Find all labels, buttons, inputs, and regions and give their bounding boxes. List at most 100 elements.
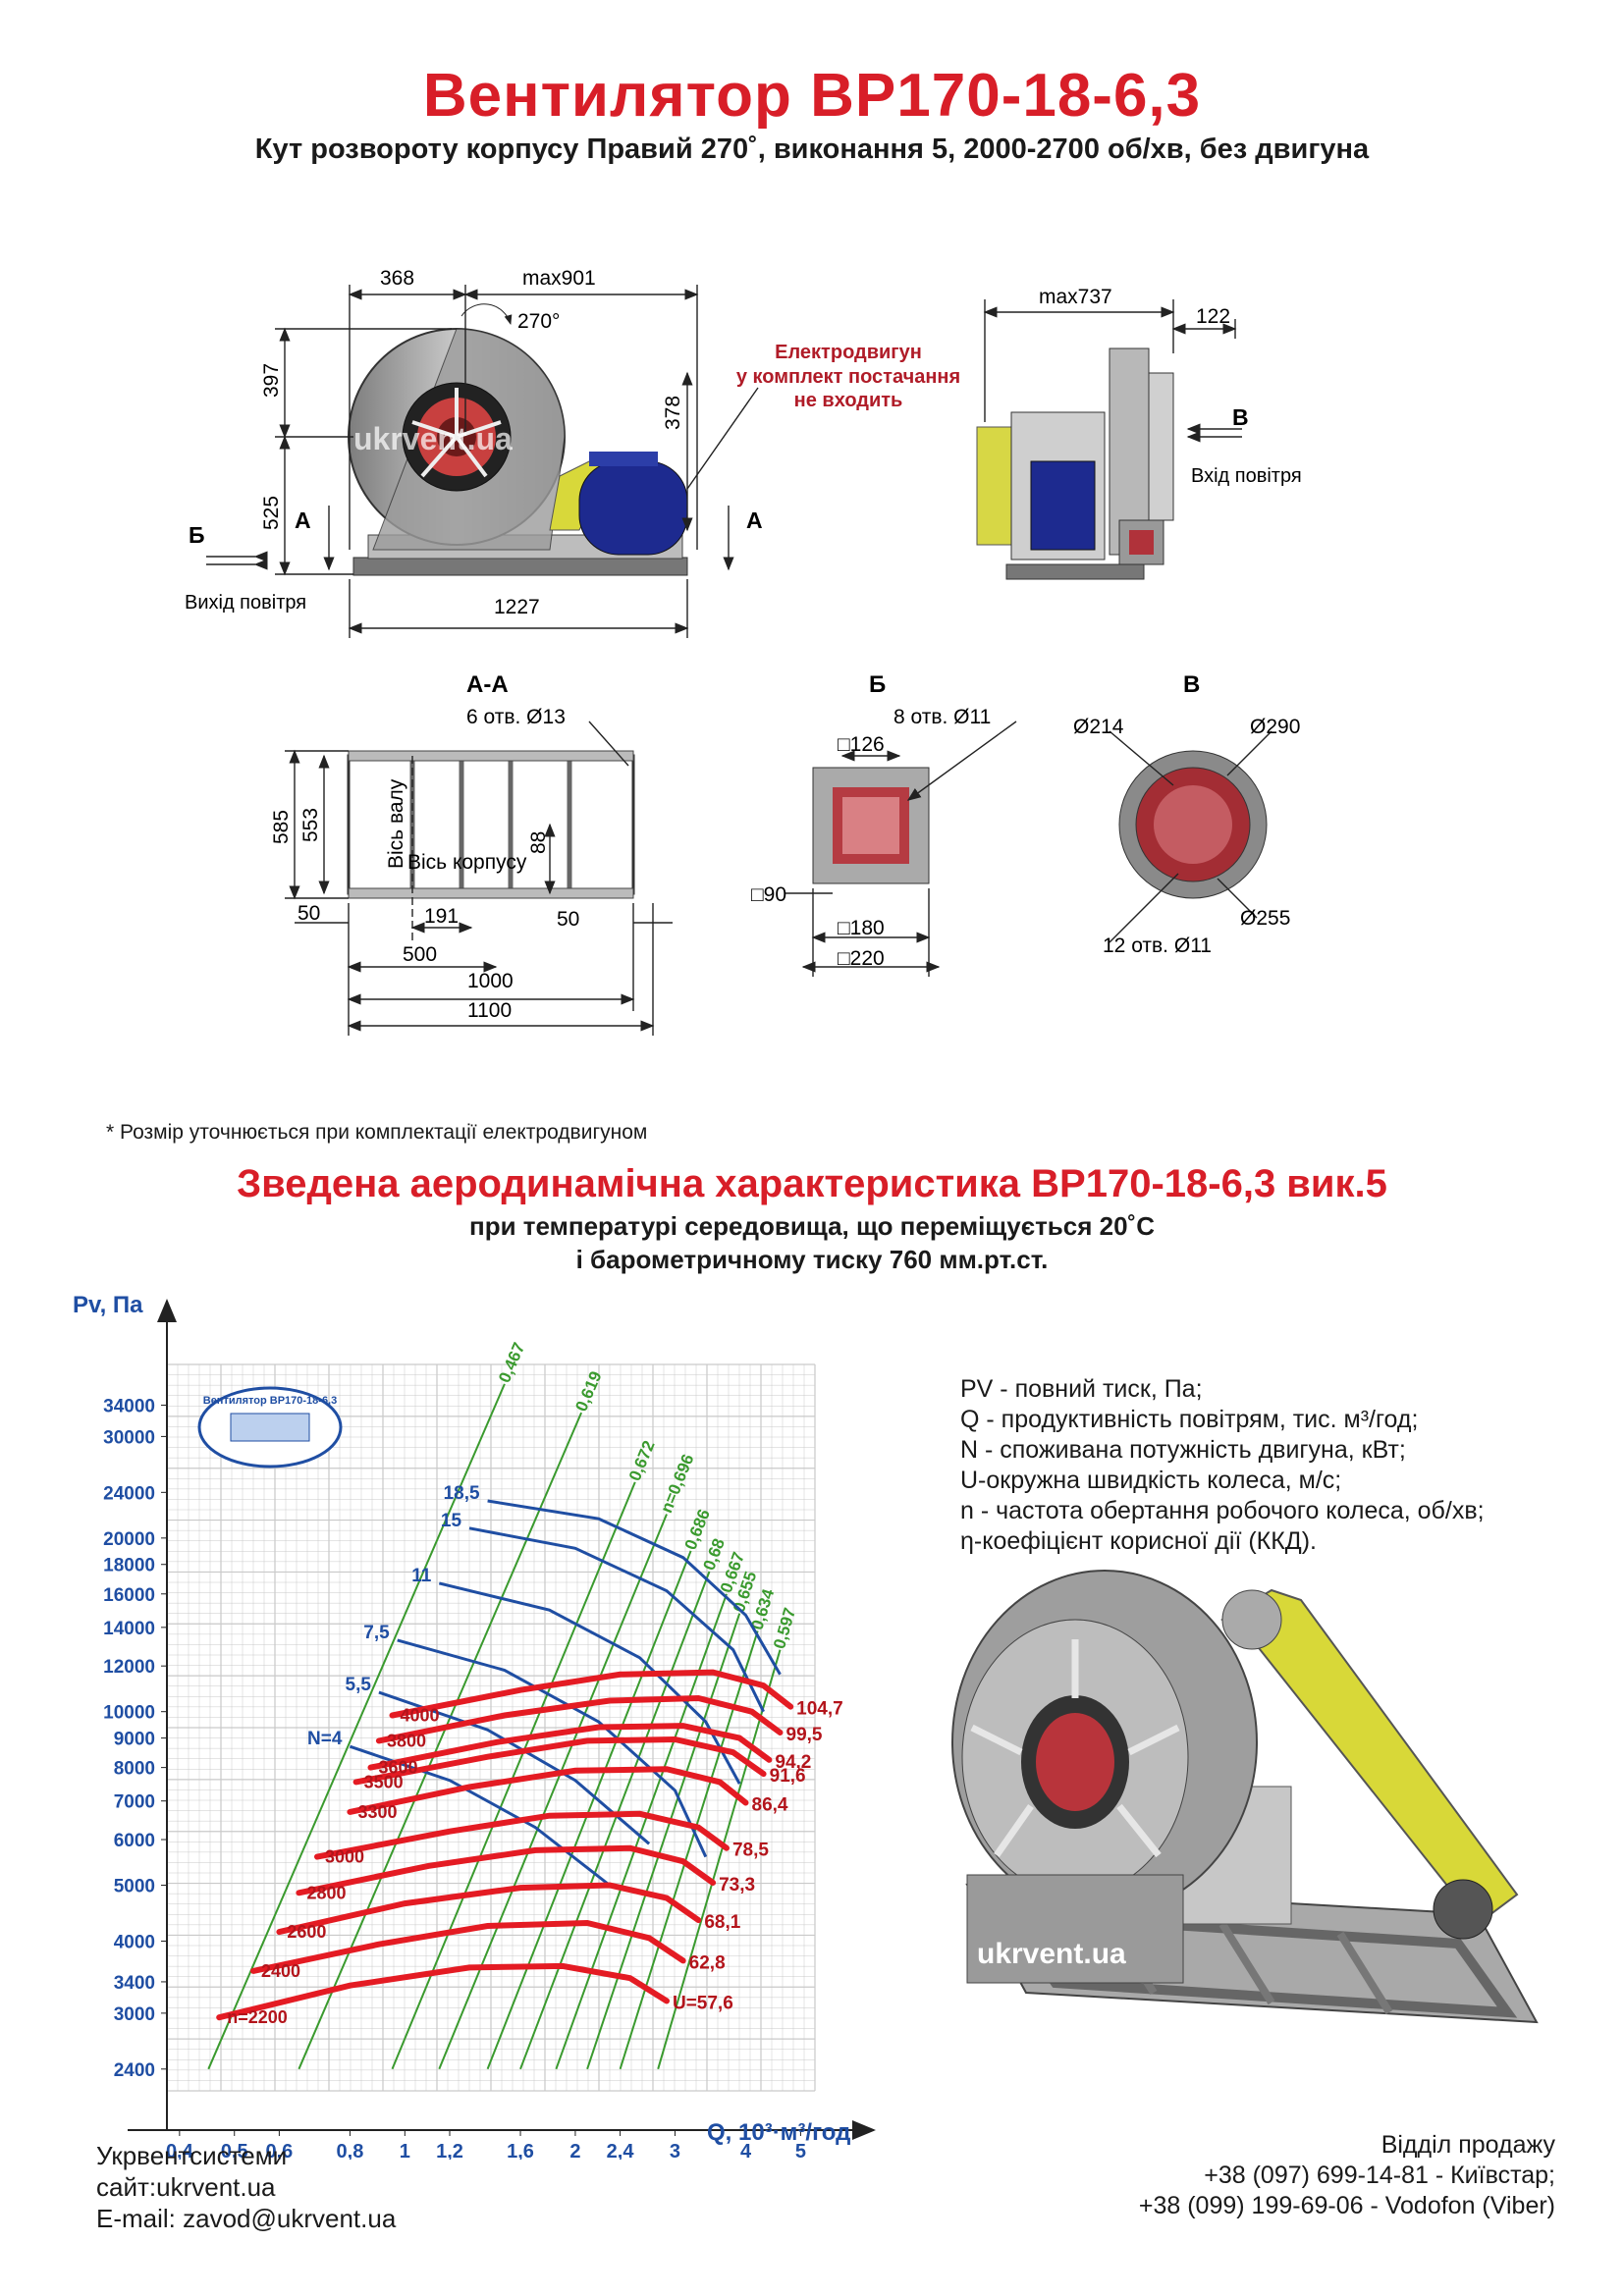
velocity-label: 68,1 xyxy=(704,1912,740,1933)
motor-icon xyxy=(578,460,688,556)
company-name: Укрвентсистеми xyxy=(96,2141,288,2170)
x-tick-label: 0,5 xyxy=(221,2141,248,2160)
efficiency-line xyxy=(619,1630,759,2070)
y-tick-label: 4000 xyxy=(114,1932,155,1952)
fan-3d-icon: ukrvent.ua xyxy=(951,1570,1539,2024)
dim-max737: max737 xyxy=(1039,286,1112,308)
dim-50a: 50 xyxy=(298,902,320,925)
label-a-right: А xyxy=(746,507,763,533)
velocity-label: U=57,6 xyxy=(673,1993,733,2013)
y-tick-label: 10000 xyxy=(103,1703,155,1724)
speed-label: 2800 xyxy=(306,1883,346,1902)
motor-note: Електродвигун у комплект постачання не в… xyxy=(736,342,960,411)
y-axis-label: Pv, Па xyxy=(73,1292,143,1318)
svg-text:не входить: не входить xyxy=(794,390,903,411)
aerodynamic-chart: 0,4670,6190,672n=0,6960,6860,680,6670,65… xyxy=(73,1292,876,2160)
power-label: 15 xyxy=(441,1511,462,1531)
inlet-label: Вхід повітря xyxy=(1191,465,1302,487)
dim-90: □90 xyxy=(751,883,786,906)
efficiency-label: 0,619 xyxy=(571,1368,605,1415)
dim-255: Ø255 xyxy=(1240,907,1290,930)
speed-label: 4000 xyxy=(400,1706,439,1726)
x-tick-label: 1,2 xyxy=(436,2141,463,2160)
footnote: * Розмір уточнюється при комплектації ел… xyxy=(106,1121,648,1144)
label-a-left: А xyxy=(295,507,311,533)
section-subtitle-2: і барометричному тиску 760 мм.рт.ст. xyxy=(575,1245,1049,1274)
dim-1227: 1227 xyxy=(494,596,540,618)
velocity-label: 86,4 xyxy=(752,1795,788,1816)
speed-curve xyxy=(276,1882,702,1936)
dim-50b: 50 xyxy=(557,908,579,931)
chart-axes: 2400300034004000500060007000800090001000… xyxy=(103,1299,876,2160)
view-v-title: В xyxy=(1183,671,1200,698)
legend-item: U-окружна швидкість колеса, м/с; xyxy=(960,1467,1342,1494)
company-site-link[interactable]: сайт:ukrvent.ua xyxy=(96,2172,276,2202)
stamp-logo: Вентилятор ВР170-18-6,3 xyxy=(197,1386,343,1468)
speed-label: 3300 xyxy=(357,1802,397,1822)
velocity-label: 91,6 xyxy=(770,1766,806,1787)
sales-heading: Відділ продажу xyxy=(1380,2131,1555,2159)
speed-label: 3600 xyxy=(378,1758,417,1778)
dim-368: 368 xyxy=(380,267,414,290)
dim-585: 585 xyxy=(270,810,293,844)
efficiency-label: 0,672 xyxy=(625,1438,659,1484)
technical-drawings: 368 max901 270° 397 525 378 1227 Б А А В… xyxy=(185,267,1302,1036)
efficiency-line xyxy=(519,1571,711,2070)
efficiency-line xyxy=(207,1383,506,2070)
company-email-link[interactable]: E-mail: zavod@ukrvent.ua xyxy=(96,2204,397,2233)
x-tick-label: 4 xyxy=(740,2141,752,2160)
x-tick-label: 1 xyxy=(400,2141,410,2160)
x-tick-label: 2 xyxy=(569,2141,580,2160)
velocity-label: 78,5 xyxy=(732,1841,769,1861)
power-label: 5,5 xyxy=(346,1675,372,1695)
legend-item: η-коефіцієнт корисної дії (ККД). xyxy=(960,1527,1317,1555)
dim-270: 270° xyxy=(517,310,560,333)
section-title: Зведена аеродинамічна характеристика ВР1… xyxy=(237,1162,1387,1205)
legend-item: PV - повний тиск, Па; xyxy=(960,1375,1203,1403)
y-tick-label: 12000 xyxy=(103,1657,155,1678)
dim-220: □220 xyxy=(838,947,885,970)
y-tick-label: 30000 xyxy=(103,1427,155,1448)
sales-phone-1[interactable]: +38 (097) 699-14-81 - Київстар; xyxy=(1204,2162,1555,2189)
dim-max901: max901 xyxy=(522,267,596,290)
power-label: 11 xyxy=(411,1566,432,1586)
view-v-holes: 12 отв. Ø11 xyxy=(1103,934,1212,957)
view-b: Б 8 отв. Ø11 □126 □90 □180 □220 xyxy=(751,671,1017,977)
velocity-label: 94,2 xyxy=(775,1752,811,1773)
dim-214: Ø214 xyxy=(1073,716,1124,738)
power-label: N=4 xyxy=(307,1729,343,1749)
y-tick-label: 7000 xyxy=(114,1792,155,1813)
legend-item: N - споживана потужність двигуна, кВт; xyxy=(960,1436,1406,1464)
x-tick-label: 3 xyxy=(670,2141,680,2160)
y-tick-label: 6000 xyxy=(114,1831,155,1851)
view-v: В Ø214 Ø290 Ø255 12 отв. Ø11 xyxy=(1073,671,1300,957)
y-tick-label: 9000 xyxy=(114,1730,155,1750)
velocity-label: 62,8 xyxy=(689,1952,726,1973)
outlet-label: Вихід повітря xyxy=(185,592,306,614)
shaft-axis: Вісь валу xyxy=(385,778,407,869)
legend-item: n - частота обертання робочого колеса, о… xyxy=(960,1497,1485,1524)
sales-phone-2[interactable]: +38 (099) 199-69-06 - Vodofon (Viber) xyxy=(1138,2192,1555,2219)
power-curve xyxy=(487,1499,782,1676)
section-subtitle-1: при температурі середовища, що переміщує… xyxy=(469,1211,1155,1241)
speed-curve xyxy=(375,1694,784,1744)
svg-text:у комплект постачання: у комплект постачання xyxy=(736,366,960,388)
speed-curve xyxy=(250,1919,686,1974)
y-tick-label: 24000 xyxy=(103,1483,155,1504)
efficiency-label: 0,597 xyxy=(770,1606,799,1651)
watermark: ukrvent.ua xyxy=(353,421,513,456)
dim-191: 191 xyxy=(424,905,459,928)
speed-label: 3500 xyxy=(364,1772,404,1791)
efficiency-line xyxy=(586,1613,741,2070)
y-tick-label: 3400 xyxy=(114,1973,155,1994)
section-aa: А-А 6 отв. Ø13 585 553 Вісь валу Вісь ко… xyxy=(270,671,673,1036)
x-tick-label: 5 xyxy=(795,2141,806,2160)
y-tick-label: 8000 xyxy=(114,1759,155,1780)
velocity-label: 73,3 xyxy=(719,1875,755,1896)
y-tick-label: 3000 xyxy=(114,2004,155,2025)
y-tick-label: 14000 xyxy=(103,1619,155,1639)
svg-text:Вентилятор ВР170-18-6,3: Вентилятор ВР170-18-6,3 xyxy=(203,1395,338,1407)
speed-label: 2400 xyxy=(261,1961,300,1981)
